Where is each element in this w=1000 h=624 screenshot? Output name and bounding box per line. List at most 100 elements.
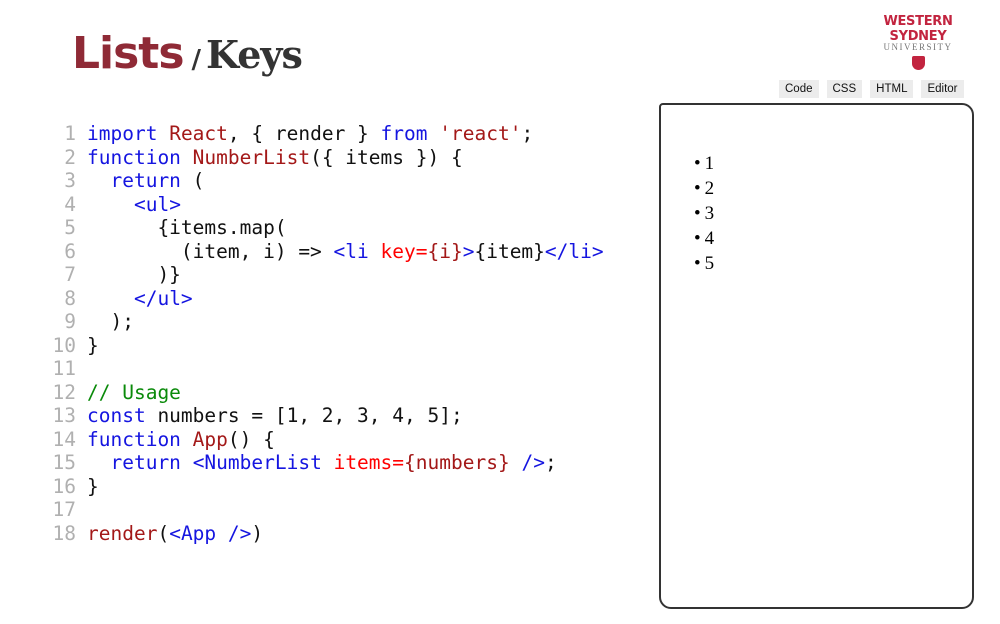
code-token-plain [87, 451, 110, 474]
logo-line2: UNIVERSITY [883, 42, 953, 52]
line-number: 9 [64, 310, 76, 333]
line-number: 8 [64, 286, 76, 310]
line-number: 15 [52, 451, 76, 474]
code-line: 11 [40, 357, 604, 381]
line-number: 12 [52, 380, 76, 404]
code-token-plain [428, 122, 440, 145]
line-number: 11 [52, 357, 76, 380]
code-token-tag: </ul> [133, 286, 193, 310]
code-token-comment: // Usage [87, 380, 181, 404]
code-token-str: 'react' [439, 122, 522, 145]
code-text: </ul> [87, 287, 193, 311]
code-line: 17 [40, 498, 604, 522]
code-token-tag: <NumberList [192, 451, 334, 474]
tab-code[interactable]: Code [779, 80, 819, 98]
code-line: 10} [40, 334, 604, 358]
code-token-plain: ) [251, 521, 264, 545]
line-number: 16 [52, 474, 76, 498]
code-token-def: render [87, 521, 158, 545]
shield-icon [911, 56, 925, 70]
code-token-plain [87, 193, 134, 216]
line-number: 17 [52, 498, 76, 521]
list-item: 5 [694, 251, 715, 276]
code-line: 12 // Usage [40, 381, 604, 405]
university-logo: WESTERN SYDNEY UNIVERSITY [855, 14, 981, 70]
code-line: 8 </ul> [40, 287, 604, 311]
code-token-plain: )} [87, 263, 181, 286]
line-number: 14 [52, 427, 76, 451]
code-token-plain: ({ items }) { [310, 145, 463, 169]
line-number: 5 [64, 216, 76, 239]
code-text: {items.map( [87, 216, 287, 240]
tab-html[interactable]: HTML [870, 80, 914, 98]
code-token-tag: <ul> [133, 192, 181, 216]
code-token-plain [510, 451, 522, 474]
code-text: return ( [87, 169, 204, 193]
code-text: <ul> [87, 193, 181, 217]
code-text: const numbers = [1, 2, 3, 4, 5]; [87, 404, 463, 428]
line-number: 2 [64, 145, 76, 169]
code-text: ); [87, 310, 134, 334]
code-token-plain [87, 169, 110, 192]
code-token-tag: <li [333, 239, 381, 263]
code-token-plain: ( [180, 169, 205, 192]
code-text: // Usage [87, 381, 181, 405]
tab-css[interactable]: CSS [826, 80, 863, 98]
code-token-plain: {items.map( [87, 216, 287, 239]
line-number: 3 [64, 169, 76, 192]
code-token-attr: key= [380, 239, 428, 263]
code-token-str: {i} [427, 239, 463, 263]
code-token-kw: return [110, 451, 181, 474]
code-line: 5 {items.map( [40, 216, 604, 240]
code-token-plain: } [87, 333, 99, 357]
code-line: 6 (item, i) => <li key={i}>{item}</li> [40, 239, 604, 264]
line-number: 10 [52, 333, 76, 357]
line-number: 6 [64, 239, 76, 263]
logo-line1: WESTERN SYDNEY [883, 14, 953, 44]
page-title: Lists/Keys [72, 28, 303, 79]
tab-editor[interactable]: Editor [921, 80, 964, 98]
code-text: )} [87, 263, 181, 287]
code-token-attr: items= [333, 451, 405, 474]
code-token-kw: const [87, 404, 146, 427]
code-line: 15 return <NumberList items={numbers} />… [40, 451, 604, 475]
code-token-plain: () { [227, 427, 275, 451]
list-item: 4 [694, 226, 715, 251]
code-token-plain [181, 428, 193, 451]
code-text: } [87, 475, 99, 499]
code-token-tag: /> [521, 451, 545, 474]
code-token-plain: ( [157, 521, 170, 545]
code-token-plain [157, 122, 169, 145]
output-list: 1 2 3 4 5 [694, 151, 715, 276]
code-token-plain [181, 451, 193, 474]
code-line: 14 function App() { [40, 428, 604, 452]
line-number: 7 [64, 263, 76, 286]
code-token-kw: from [380, 122, 428, 145]
code-token-plain [181, 146, 193, 169]
code-token-plain: numbers = [1, 2, 3, 4, 5]; [145, 404, 463, 427]
code-token-plain: {item} [474, 239, 545, 263]
line-number: 18 [52, 521, 76, 545]
code-text: function App() { [87, 428, 275, 452]
code-line: 4 <ul> [40, 193, 604, 217]
code-text: (item, i) => <li key={i}>{item}</li> [87, 240, 604, 264]
output-preview: 1 2 3 4 5 [659, 103, 974, 609]
code-token-tag: > [462, 239, 475, 263]
code-token-plain: ); [87, 310, 134, 333]
title-main: Lists [72, 28, 185, 79]
code-token-def: App [192, 427, 228, 451]
view-tabs: Code CSS HTML Editor [779, 80, 964, 98]
list-item: 3 [694, 201, 715, 226]
line-number: 4 [64, 192, 76, 216]
code-text: import React, { render } from 'react'; [87, 122, 533, 146]
code-token-plain [87, 287, 134, 310]
code-token-kw: import [87, 122, 158, 145]
list-item: 1 [694, 151, 715, 176]
code-token-kw: return [110, 169, 181, 192]
code-line: 16} [40, 475, 604, 499]
line-number: 1 [64, 122, 76, 145]
